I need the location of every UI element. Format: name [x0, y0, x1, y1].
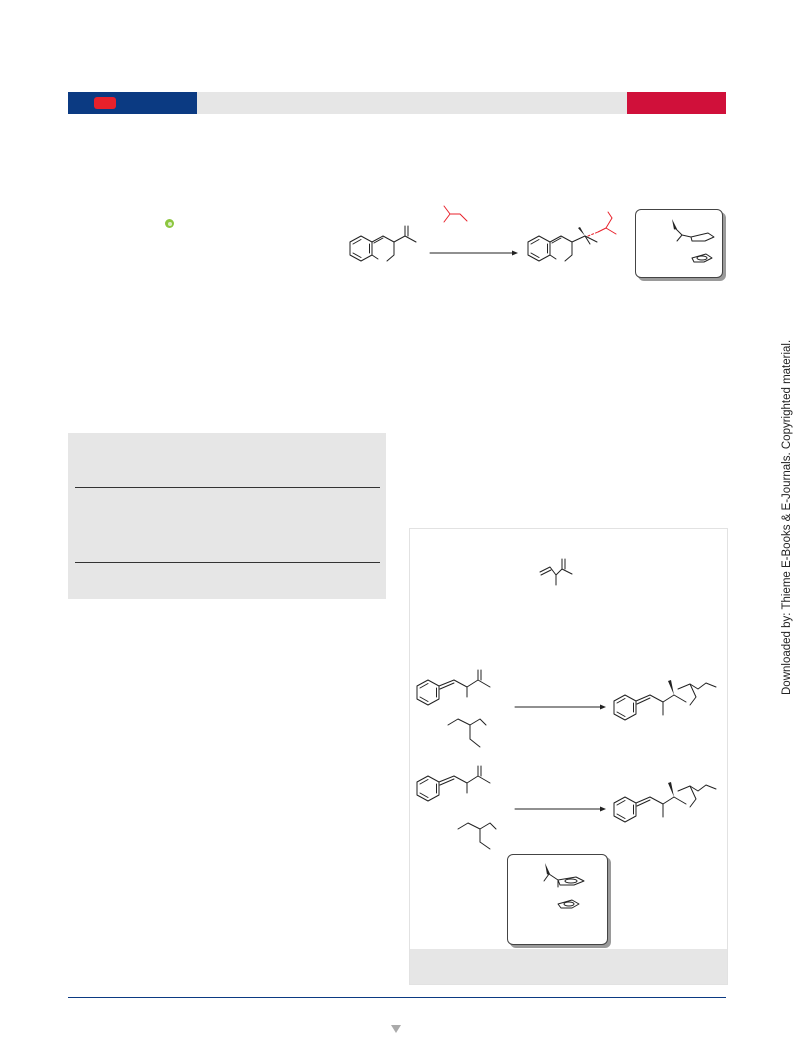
catalyst-1-structure [672, 219, 715, 263]
open-access-icon[interactable] [165, 219, 174, 228]
cp-ring-bottom [691, 253, 713, 263]
scheme-box [409, 528, 728, 985]
header-gray-segment [197, 92, 627, 114]
scheme-structures [416, 558, 717, 850]
product-phenyl-1 [613, 682, 717, 721]
reagent-alkyl-1 [447, 718, 487, 748]
product-2-wedge [668, 782, 674, 797]
journal-logo-pill [94, 97, 116, 109]
reagent-alkyl-red [443, 205, 468, 223]
product-red-alkyl [587, 211, 617, 237]
catalyst-2-structure [543, 863, 585, 909]
next-page-arrow-icon[interactable] [391, 1025, 401, 1033]
reaction-1-scheme [349, 205, 617, 262]
catalyst-1-wedge [672, 219, 677, 230]
catalyst-box-1 [635, 209, 723, 278]
reactant-phenyl-diene-1 [416, 669, 491, 706]
table-panel [68, 433, 386, 599]
journal-header-bar [68, 92, 726, 114]
cp-ring-2-top [557, 876, 585, 886]
scheme-caption-band [410, 949, 727, 984]
reactant-chromene-diene [349, 225, 417, 262]
header-blue-segment [68, 92, 197, 114]
reaction-arrow-1-head [512, 250, 518, 256]
product-wedge-bond [578, 227, 585, 236]
header-red-segment [627, 92, 726, 114]
reactant-phenyl-diene-2 [416, 765, 491, 802]
reaction-arrow-3-head [600, 806, 606, 812]
footer-rule [68, 997, 726, 998]
catalyst-2-wedge [545, 863, 550, 875]
table-rule-top [75, 487, 380, 488]
cp-ring-2-bottom [557, 899, 580, 909]
table-rule-bottom [75, 562, 380, 563]
diene-general-structure [539, 558, 573, 586]
product-phenyl-2 [613, 784, 717, 823]
cp-ring-top [690, 232, 715, 242]
catalyst-box-2 [507, 854, 608, 945]
copyright-side-note: Downloaded by: Thieme E-Books & E-Journa… [781, 339, 793, 695]
product-chromene [527, 235, 598, 262]
product-1-wedge [668, 680, 674, 695]
reagent-alkyl-2 [457, 822, 497, 850]
reaction-arrow-2-head [600, 704, 606, 710]
